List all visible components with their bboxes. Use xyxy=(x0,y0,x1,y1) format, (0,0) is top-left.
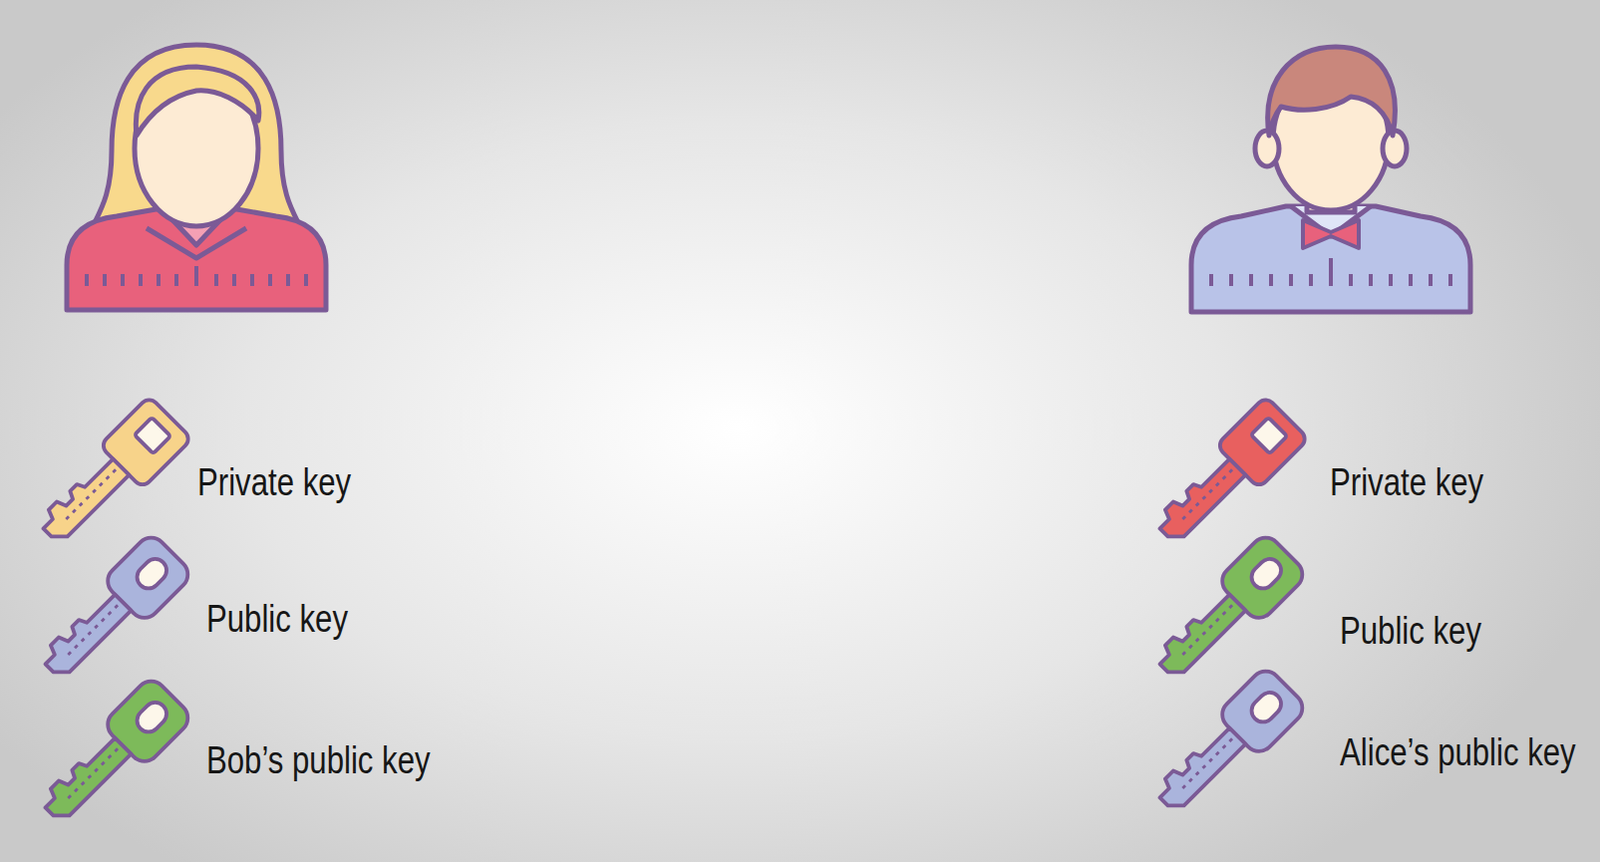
key-icon xyxy=(29,395,193,559)
key-icon xyxy=(1146,395,1309,559)
key-label: Public key xyxy=(206,600,348,639)
key-icon xyxy=(31,674,195,838)
key-label: Private key xyxy=(197,463,351,502)
key-label: Alice’s public key xyxy=(1339,733,1577,772)
bob-figure xyxy=(1191,46,1471,313)
key-icon xyxy=(31,531,195,694)
key-icon xyxy=(1146,531,1309,694)
key-label: Private key xyxy=(1329,463,1484,502)
key-icon xyxy=(1146,664,1309,828)
alice-figure xyxy=(66,44,326,311)
key-label: Public key xyxy=(1339,612,1482,650)
key-label: Bob’s public key xyxy=(206,741,431,780)
